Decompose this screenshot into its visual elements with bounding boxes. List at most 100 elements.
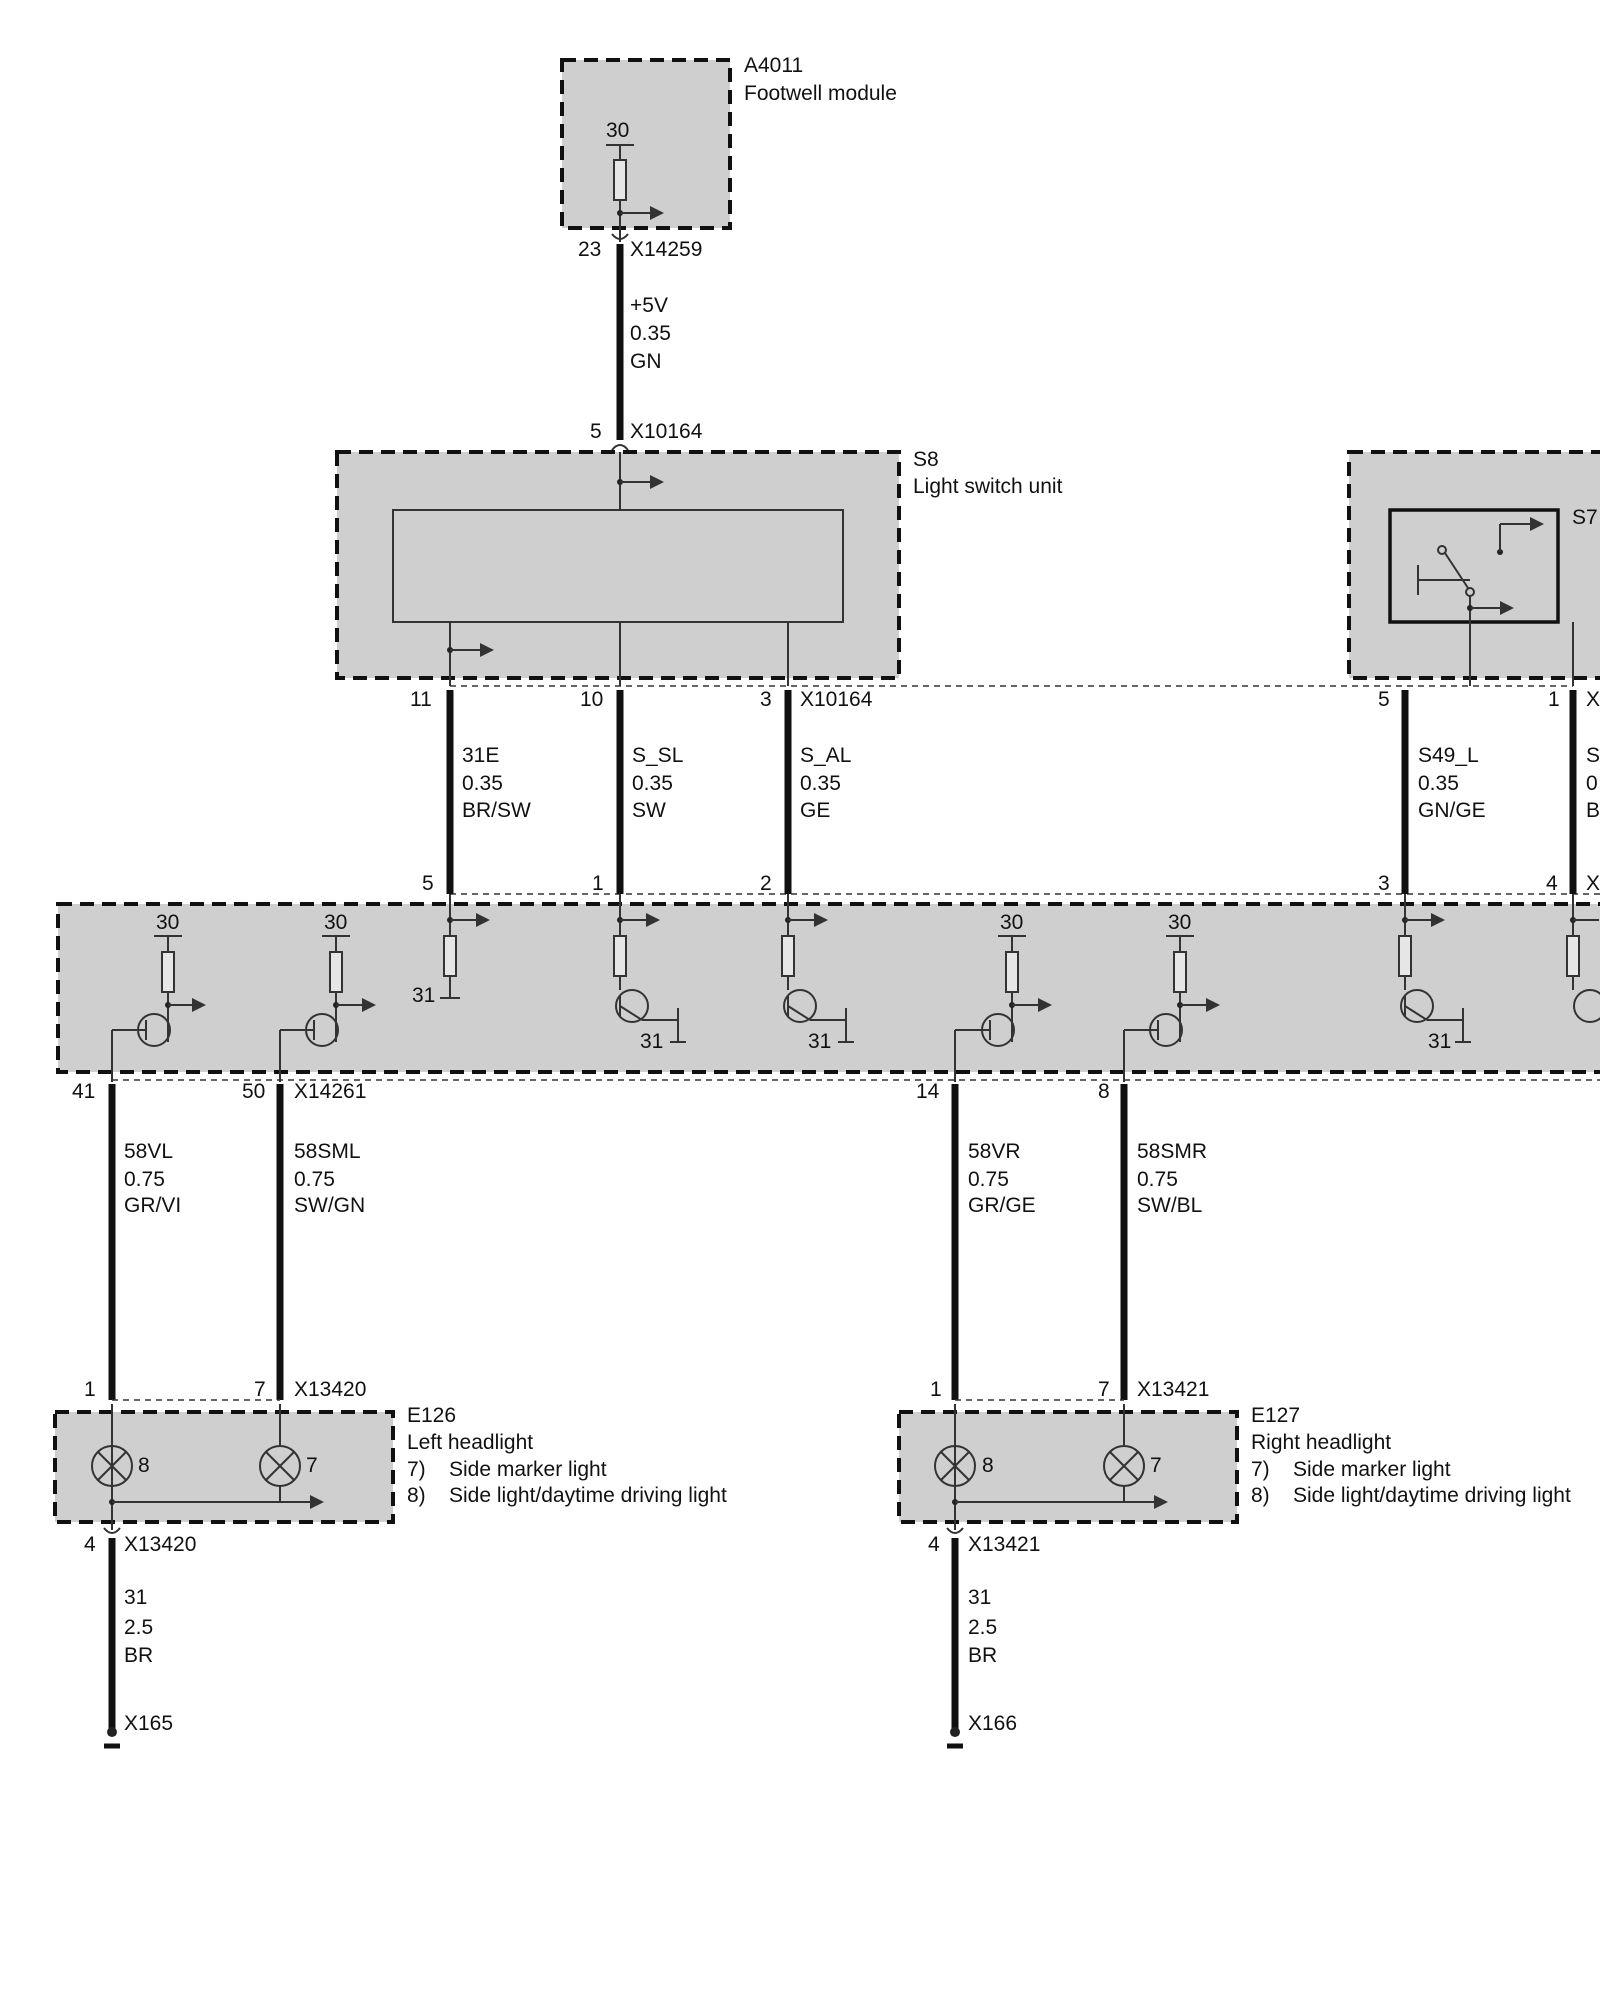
right-headlight: 8 7 E127 Right headlight 7) Side marker … [897, 1404, 1571, 1530]
supply-label-8: 30 [1168, 911, 1191, 934]
e126-lamp8: 8 [138, 1454, 150, 1477]
wire-5v-signal: +5V [630, 294, 668, 317]
wire-gnd-left-signal: 31 [124, 1586, 147, 1609]
control-unit: 30 30 31 [56, 894, 1600, 1082]
wire-58sml-size: 0.75 [294, 1168, 335, 1191]
e127-note1: 7) Side marker light [1251, 1458, 1451, 1481]
x13420-name-bottom: X13420 [124, 1533, 196, 1556]
wire-31e-signal: 31E [462, 744, 499, 767]
light-switch-unit: S8 Light switch unit [335, 448, 1063, 686]
x13420-name: X13420 [294, 1378, 366, 1401]
footwell-module: 30 A4011 Footwell module [560, 54, 897, 242]
wire-58vr-color: GR/GE [968, 1194, 1036, 1217]
input-4 [1566, 894, 1600, 1023]
wire-58smr-signal: 58SMR [1137, 1140, 1207, 1163]
x10164-top-name: X10164 [630, 420, 703, 443]
x10164-pin10: 10 [580, 688, 603, 711]
e127-lamp8: 8 [982, 1454, 994, 1477]
x10164-top-pin: 5 [590, 420, 602, 443]
wire-5v-color: GN [630, 350, 662, 373]
left-headlight: 8 7 E126 Left headlight 7) Side marker l… [53, 1404, 727, 1530]
x13421-name-bottom: X13421 [968, 1533, 1040, 1556]
e127-note2: 8) Side light/daytime driving light [1251, 1484, 1571, 1507]
supply-label-41: 30 [156, 911, 179, 934]
ground-label-5: 31 [412, 984, 435, 1007]
s7-module: S7 [1347, 450, 1600, 686]
s7-pin1: 1 [1548, 688, 1560, 711]
e127-name: Right headlight [1251, 1431, 1391, 1454]
ctrl-pin-1: 1 [592, 872, 604, 895]
x14261-name: X14261 [294, 1080, 366, 1103]
wire-58vl-color: GR/VI [124, 1194, 181, 1217]
x13420-pin1: 1 [84, 1378, 96, 1401]
s8-name: Light switch unit [913, 475, 1063, 498]
e126-name: Left headlight [407, 1431, 533, 1454]
x13421-pin4: 4 [928, 1533, 940, 1556]
ground-left: 4 X13420 31 2.5 BR X165 [84, 1527, 196, 1749]
wire-sal-signal: S_AL [800, 744, 851, 767]
wire-58vl-signal: 58VL [124, 1140, 173, 1163]
x14261-pin14: 14 [916, 1080, 940, 1103]
wire-ssl-color: SW [632, 799, 666, 822]
x10164-bottom-name: X10164 [800, 688, 873, 711]
wires-upper: 11 31E 0.35 BR/SW 5 10 S_SL 0.35 SW 1 3 … [410, 685, 1600, 895]
ctrl-pin-3: 3 [1378, 872, 1390, 895]
wire-ssl-size: 0.35 [632, 772, 673, 795]
wire-58vl-size: 0.75 [124, 1168, 165, 1191]
wire-s-right-color: B [1586, 799, 1600, 822]
x14261-pin41: 41 [72, 1080, 95, 1103]
wire-sal-size: 0.35 [800, 772, 841, 795]
driver-14: 30 [954, 911, 1052, 1082]
ground-label-3: 31 [1428, 1030, 1451, 1053]
wire-ssl-signal: S_SL [632, 744, 683, 767]
input-5: 31 [412, 894, 490, 1007]
wire-sal-color: GE [800, 799, 830, 822]
x14261-pin50: 50 [242, 1080, 265, 1103]
wire-5v-size: 0.35 [630, 322, 671, 345]
x13420-pin4: 4 [84, 1533, 96, 1556]
ground-right: 4 X13421 31 2.5 BR X166 [928, 1527, 1040, 1749]
x14259-pin: 23 [578, 238, 601, 261]
supply-label-50: 30 [324, 911, 347, 934]
e127-id: E127 [1251, 1404, 1300, 1427]
x14261-pin8: 8 [1098, 1080, 1110, 1103]
wire-31e-size: 0.35 [462, 772, 503, 795]
supply-label-14: 30 [1000, 911, 1023, 934]
ground-left-label: X165 [124, 1712, 173, 1735]
wires-lower: 41 50 X14261 14 8 58VL 0.75 GR/VI 58SML … [72, 1079, 1600, 1401]
wire-s-right-size: 0 [1586, 772, 1598, 795]
wire-s-right-signal: S [1586, 744, 1600, 767]
ctrl-pin-4: 4 [1546, 872, 1558, 895]
e126-lamp7: 7 [306, 1454, 318, 1477]
x13421-pin1: 1 [930, 1378, 942, 1401]
wire-5v: 23 X14259 +5V 0.35 GN 5 X10164 [578, 233, 703, 451]
x10164-pin11: 11 [410, 688, 432, 711]
s7-id: S7 [1572, 506, 1598, 529]
ctrl-conn-name: X [1586, 872, 1600, 895]
wire-gnd-right-color: BR [968, 1644, 997, 1667]
x10164-pin3: 3 [760, 688, 772, 711]
footwell-id: A4011 [744, 54, 803, 77]
driver-50: 30 [279, 911, 376, 1082]
x13420-pin7: 7 [254, 1378, 266, 1401]
ctrl-pin-5: 5 [422, 872, 434, 895]
x14259-name: X14259 [630, 238, 702, 261]
wire-58smr-size: 0.75 [1137, 1168, 1178, 1191]
wire-gnd-left-size: 2.5 [124, 1616, 153, 1639]
e126-note2: 8) Side light/daytime driving light [407, 1484, 727, 1507]
wire-s49-signal: S49_L [1418, 744, 1479, 767]
x13421-name: X13421 [1137, 1378, 1209, 1401]
s7-pin5: 5 [1378, 688, 1390, 711]
footwell-pin-label: 30 [606, 119, 629, 142]
driver-8: 30 [1123, 911, 1220, 1082]
wire-gnd-right-signal: 31 [968, 1586, 991, 1609]
wire-58vr-size: 0.75 [968, 1168, 1009, 1191]
wire-s49-color: GN/GE [1418, 799, 1486, 822]
driver-41: 30 [111, 911, 206, 1082]
s7-conn-name: X [1586, 688, 1600, 711]
ground-right-label: X166 [968, 1712, 1017, 1735]
wire-58smr-color: SW/BL [1137, 1194, 1202, 1217]
ctrl-pin-2: 2 [760, 872, 772, 895]
input-2: 31 [781, 894, 854, 1053]
